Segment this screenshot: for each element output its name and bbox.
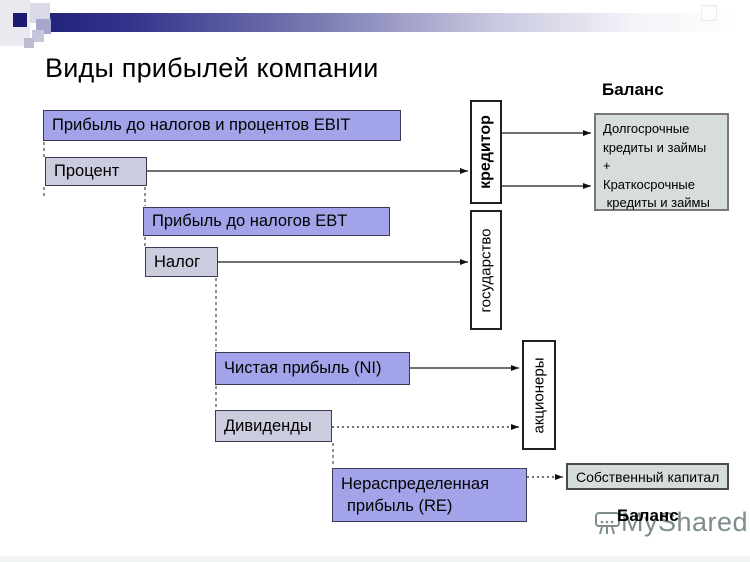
box-percent-label: Процент xyxy=(54,162,120,180)
box-creditor: кредитор xyxy=(470,100,502,204)
box-retained-earnings-line2: прибыль (RE) xyxy=(347,497,453,515)
box-net-income-label: Чистая прибыль (NI) xyxy=(224,359,382,377)
box-net-income: Чистая прибыль (NI) xyxy=(215,352,410,385)
box-creditor-label: кредитор xyxy=(477,115,494,189)
credits-line: Краткосрочные xyxy=(603,176,695,192)
deco-square xyxy=(13,13,27,27)
box-ebt: Прибыль до налогов EBT xyxy=(143,207,390,236)
credits-line: + xyxy=(603,158,611,173)
watermark: MyShared xyxy=(594,506,748,538)
box-own-capital: Собственный капитал xyxy=(566,463,729,490)
box-own-capital-label: Собственный капитал xyxy=(576,468,720,485)
box-dividends-label: Дивиденды xyxy=(224,416,312,435)
box-dividends: Дивиденды xyxy=(215,410,332,442)
box-ebt-label: Прибыль до налогов EBT xyxy=(152,212,348,230)
balance-label-top: Баланс xyxy=(602,80,664,99)
projector-icon xyxy=(595,512,622,535)
deco-square xyxy=(701,5,717,21)
box-state-label: государство xyxy=(477,228,495,312)
watermark-text: MyShared xyxy=(621,506,749,537)
deco-square xyxy=(30,3,50,23)
credits-line: Долгосрочные xyxy=(603,121,690,136)
deco-square xyxy=(24,38,34,48)
balance-label-bottom: Баланс xyxy=(617,506,679,525)
box-retained-earnings: Нераспределенная прибыль (RE) xyxy=(332,468,527,522)
box-credits-and-loans: Долгосрочные кредиты и займы + Краткосро… xyxy=(594,113,729,211)
box-tax: Налог xyxy=(145,247,218,277)
slide-bottom-edge xyxy=(0,556,750,562)
box-shareholders: акционеры xyxy=(522,340,556,450)
box-ebit-label: Прибыль до налогов и процентов EBIT xyxy=(52,116,351,134)
box-ebit: Прибыль до налогов и процентов EBIT xyxy=(43,110,401,141)
box-shareholders-label: акционеры xyxy=(530,357,548,433)
box-percent: Процент xyxy=(45,157,147,186)
box-state: государство xyxy=(470,210,502,330)
credits-line: кредиты и займы xyxy=(603,139,707,155)
deco-square xyxy=(32,30,44,42)
credits-line: кредиты и займы xyxy=(603,195,710,210)
page-title: Виды прибылей компании xyxy=(45,53,379,83)
header-gradient-bar xyxy=(46,13,740,32)
box-tax-label: Налог xyxy=(154,252,201,271)
box-retained-earnings-line1: Нераспределенная xyxy=(341,475,490,493)
